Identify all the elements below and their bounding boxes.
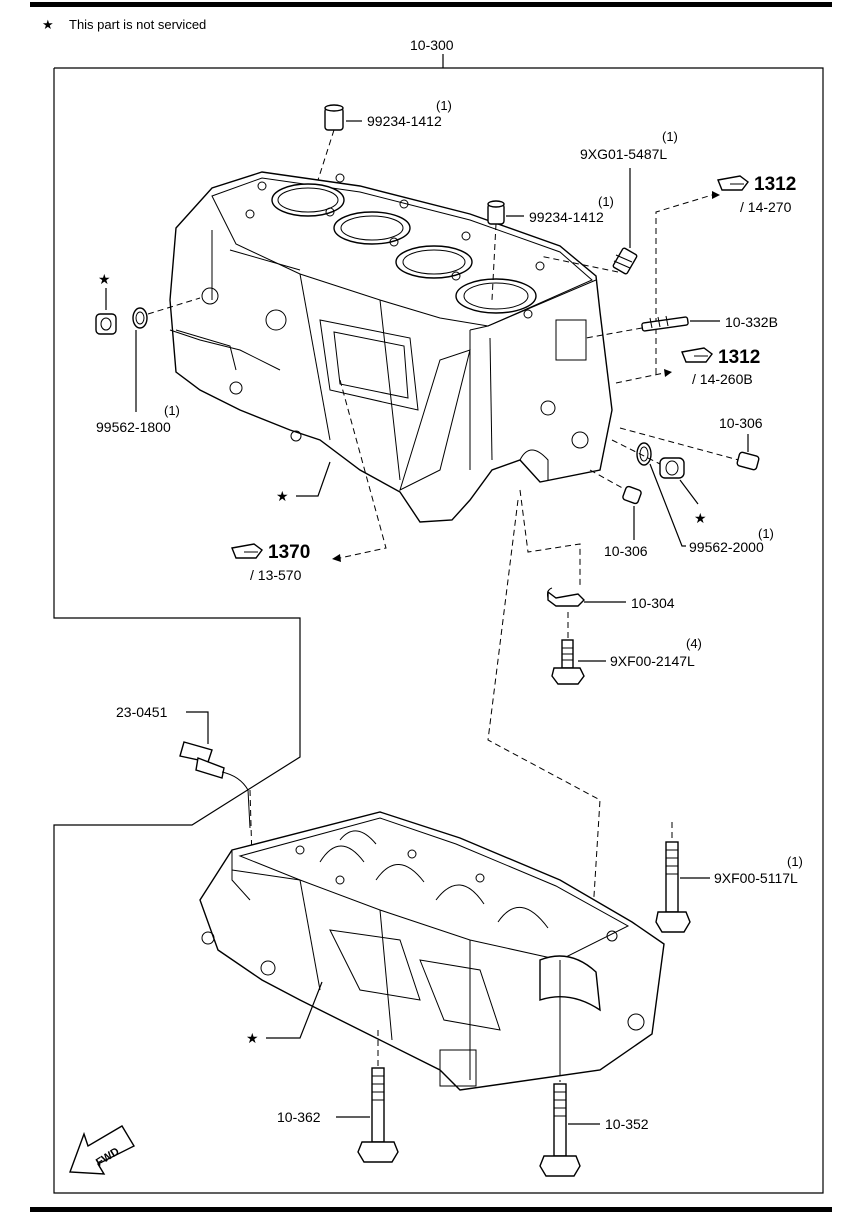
lower-bolt[interactable] — [655, 841, 691, 933]
stud-top[interactable] — [612, 247, 638, 275]
sensor-leader — [186, 711, 209, 744]
stud-top-path — [539, 255, 619, 273]
plug-mid-path — [491, 223, 497, 301]
plug-mid-number: 99234-1412 — [529, 209, 604, 225]
sensor-path — [249, 789, 253, 861]
ref-1370-path — [339, 379, 387, 559]
pin-right-a-number: 10-306 — [719, 415, 763, 431]
ref-1312a-page[interactable]: / 14-270 — [740, 199, 792, 215]
plug-mid[interactable] — [487, 200, 505, 225]
ref-1312b-page[interactable]: / 14-260B — [692, 371, 753, 387]
nozzle-bolt-number: 9XF00-2147L — [610, 653, 695, 669]
pointing-hand-icon — [717, 175, 749, 191]
left-plug[interactable] — [95, 313, 117, 335]
ref-1312a-arrowhead — [712, 191, 720, 199]
bottom-border-bar — [30, 1207, 832, 1212]
top-border-bar — [30, 2, 832, 7]
assembly-label: 10-300 — [410, 37, 454, 53]
ref-1312b-figure[interactable]: 1312 — [718, 347, 760, 368]
bolt-362[interactable] — [357, 1067, 399, 1163]
pin-right-a-path — [619, 427, 747, 463]
ref-1370-page[interactable]: / 13-570 — [250, 567, 302, 583]
lower-bolt-qty: (1) — [787, 854, 803, 869]
fwd-arrow-icon: FWD — [69, 1125, 135, 1175]
left-plug-star: ★ — [98, 271, 111, 287]
bolt-362-number: 10-362 — [277, 1109, 321, 1125]
pin-right-b-path — [589, 469, 627, 491]
pin-right-b[interactable] — [622, 485, 642, 505]
pin-right-b-number: 10-306 — [604, 543, 648, 559]
nozzle-bolt[interactable] — [551, 639, 585, 685]
right-gasket-leader — [649, 463, 686, 547]
lower-block-star-leader — [266, 981, 323, 1039]
left-gasket-path — [147, 297, 201, 315]
legend-text: This part is not serviced — [69, 17, 206, 32]
right-gasket-qty: (1) — [758, 526, 774, 541]
ref-1312a-path — [655, 194, 713, 374]
plug-top[interactable] — [324, 104, 344, 131]
plug-top-qty: (1) — [436, 98, 452, 113]
pointing-hand-icon — [681, 347, 713, 363]
sensor-number: 23-0451 — [116, 704, 168, 720]
block-to-bedplate-path — [487, 499, 601, 961]
stud-top-number: 9XG01-5487L — [580, 146, 667, 162]
block-star-leader — [296, 461, 331, 497]
nozzle-number: 10-304 — [631, 595, 675, 611]
ref-1312a-figure[interactable]: 1312 — [754, 174, 796, 195]
cylinder-block — [169, 171, 613, 523]
right-plug-star-leader — [679, 479, 699, 505]
right-plug[interactable] — [659, 457, 685, 479]
plug-mid-qty: (1) — [598, 194, 614, 209]
stud-side[interactable] — [641, 315, 689, 332]
ref-1312b-path — [615, 372, 665, 384]
block-star: ★ — [276, 488, 289, 504]
stud-side-number: 10-332B — [725, 314, 778, 330]
ref-1370-figure[interactable]: 1370 — [268, 542, 310, 563]
nozzle-path — [519, 489, 581, 588]
oil-jet-nozzle[interactable] — [547, 587, 585, 607]
ref-1312b-arrowhead — [664, 369, 672, 377]
right-plug-star: ★ — [694, 510, 707, 526]
pin-right-a[interactable] — [736, 451, 760, 471]
bolt-352-number: 10-352 — [605, 1116, 649, 1132]
lower-block — [199, 811, 665, 1091]
plug-top-number: 99234-1412 — [367, 113, 442, 129]
left-gasket[interactable] — [132, 307, 148, 329]
left-gasket-number: 99562-1800 — [96, 419, 171, 435]
stud-top-qty: (1) — [662, 129, 678, 144]
left-gasket-qty: (1) — [164, 403, 180, 418]
right-plug-path — [611, 439, 661, 465]
lower-block-star: ★ — [246, 1030, 259, 1046]
pointing-hand-icon — [231, 543, 263, 559]
ref-1370-arrowhead — [332, 554, 341, 562]
assembly-frame — [53, 67, 824, 1194]
nozzle-bolt-qty: (4) — [686, 636, 702, 651]
right-gasket-number: 99562-2000 — [689, 539, 764, 555]
plug-top-path — [317, 129, 335, 181]
lower-bolt-number: 9XF00-5117L — [714, 870, 798, 886]
knock-sensor[interactable] — [179, 741, 251, 829]
bolt-352[interactable] — [539, 1083, 581, 1177]
legend-star: ★ — [42, 17, 54, 32]
